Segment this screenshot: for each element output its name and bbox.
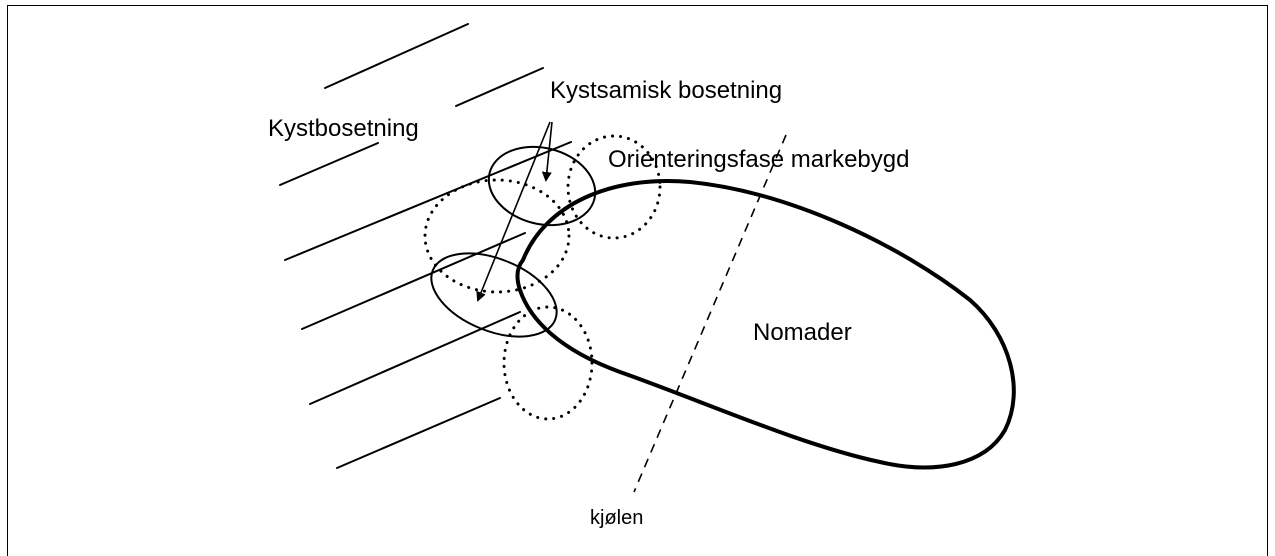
hatch-line	[301, 232, 526, 330]
sami-ellipse-upper	[487, 145, 597, 227]
hatch-line	[455, 67, 544, 107]
nomad-region-outline	[515, 179, 1016, 470]
label-kystbosetning: Kystbosetning	[268, 115, 419, 142]
hatch-line	[284, 141, 572, 261]
label-orienteringsfase-markebygd: Orienteringsfase markebygd	[608, 146, 909, 173]
label-arrows	[476, 121, 553, 302]
coastal-hatch-lines	[279, 23, 572, 469]
dotted-circle	[502, 305, 594, 421]
sami-ellipse-lower	[430, 252, 558, 338]
label-kystsamisk-bosetning: Kystsamisk bosetning	[550, 77, 782, 104]
hatch-line	[336, 397, 501, 469]
mountain-ridge-line	[633, 134, 787, 493]
label-nomader: Nomader	[753, 319, 852, 346]
arrow-line	[476, 121, 551, 302]
hatch-line	[309, 311, 521, 405]
figure-frame	[7, 5, 1268, 556]
dotted-circle	[423, 178, 571, 294]
coastal-sami-ellipses	[430, 145, 597, 338]
arrow-line	[541, 121, 553, 182]
hatch-line	[279, 142, 379, 186]
orientation-phase-circles	[423, 134, 662, 421]
hatch-line	[324, 23, 469, 89]
label-kjolen: kjølen	[590, 507, 643, 529]
dotted-circle	[566, 134, 662, 240]
